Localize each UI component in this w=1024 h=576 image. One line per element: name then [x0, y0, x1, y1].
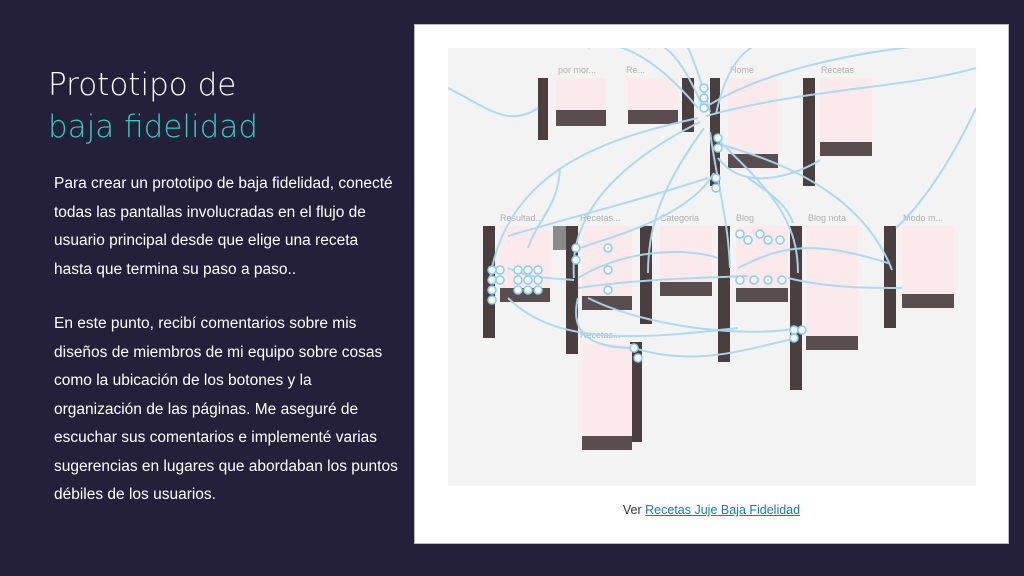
slide-title: Prototipo de baja fidelidad	[48, 64, 258, 148]
prototype-caption: Ver Recetas Juje Baja Fidelidad	[415, 503, 1008, 517]
frame-label: Re...	[626, 65, 645, 75]
frame-label: por mor...	[558, 65, 596, 75]
connector-nodes	[487, 83, 807, 363]
frame-group-bottom	[582, 342, 642, 450]
frame-label: Categoria	[660, 213, 699, 223]
slide-title-line-2: baja fidelidad	[48, 109, 258, 145]
frame-label: Blog nota	[808, 213, 846, 223]
caption-prefix: Ver	[622, 503, 642, 517]
frame-label: Resultad...	[500, 213, 543, 223]
connector-lines	[448, 48, 976, 358]
prototype-link[interactable]: Recetas Juje Baja Fidelidad	[645, 503, 801, 517]
description-paragraph-2: En este punto, recibí comentarios sobre …	[54, 315, 398, 503]
prototype-card: por mor... Re... Home Recetas Resultad..…	[414, 24, 1009, 544]
frame-label: Home	[730, 65, 754, 75]
frame-group-top	[538, 78, 872, 186]
prototype-canvas[interactable]: por mor... Re... Home Recetas Resultad..…	[448, 48, 976, 486]
slide-title-line-1: Prototipo de	[48, 67, 237, 103]
prototype-flow-diagram: por mor... Re... Home Recetas Resultad..…	[448, 48, 976, 450]
frame-label: Recetas	[821, 65, 855, 75]
description-paragraph-1: Para crear un prototipo de baja fidelida…	[54, 175, 393, 278]
frame-label: Recetas...	[580, 213, 621, 223]
frame-label: Modo m...	[903, 213, 943, 223]
frame-label: Blog	[736, 213, 754, 223]
